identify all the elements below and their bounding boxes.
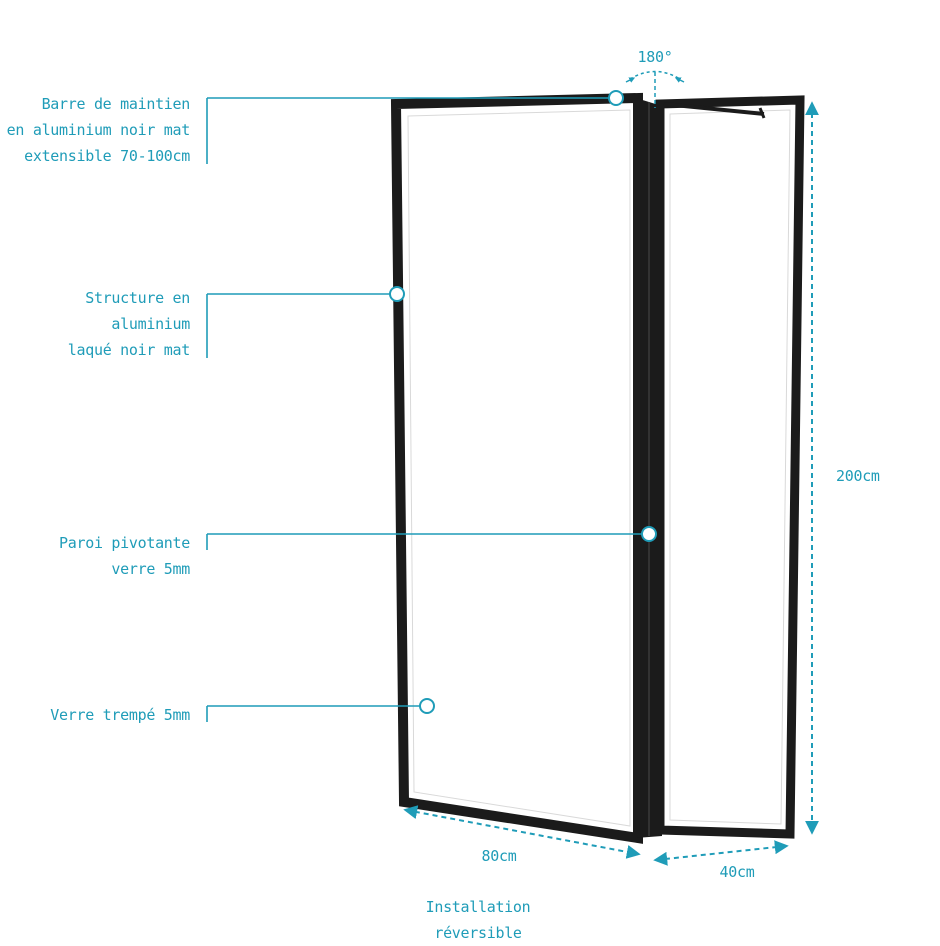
callout-verre-leader <box>206 698 435 722</box>
width-swing-label: 40cm <box>719 863 755 881</box>
installation-note-line-2: réversible <box>434 924 522 942</box>
callout-structure-line-3: laqué noir mat <box>67 341 191 359</box>
callout-structure-label: Structure en aluminium laqué noir mat <box>67 285 191 363</box>
rotation-indicator <box>625 70 685 108</box>
installation-note-line-1: Installation <box>425 898 531 916</box>
callout-paroi-line-1: Paroi pivotante <box>59 534 190 552</box>
rotation-label: 180° <box>637 48 673 66</box>
main-glass-panel <box>390 92 643 844</box>
main-panel-glass <box>407 109 631 827</box>
callout-paroi-label: Paroi pivotante verre 5mm <box>59 530 190 582</box>
callout-structure-line-1: Structure en <box>85 289 190 307</box>
callout-paroi-line-2: verre 5mm <box>111 560 190 578</box>
callout-structure-leader <box>206 286 405 358</box>
support-bar <box>663 102 765 116</box>
callout-structure-line-2: aluminium <box>111 315 190 333</box>
callout-paroi-leader <box>206 526 657 550</box>
swing-panel-glass <box>669 109 791 825</box>
callout-barre-line-1: Barre de maintien <box>41 95 191 113</box>
installation-note: Installation réversible <box>408 894 548 946</box>
swing-glass-panel <box>655 95 805 839</box>
width-main-dimension-arrow <box>403 805 641 859</box>
callout-verre-line-1: Verre trempé 5mm <box>50 706 190 724</box>
callout-barre-line-3: extensible 70-100cm <box>24 147 190 165</box>
callout-barre-label: Barre de maintien en aluminium noir mat … <box>6 91 191 169</box>
width-main-label: 80cm <box>481 847 517 865</box>
callout-barre-line-2: en aluminium noir mat <box>6 121 191 139</box>
callout-verre-label: Verre trempé 5mm <box>50 702 190 728</box>
width-swing-dimension-arrow <box>653 840 789 866</box>
callout-barre-leader <box>206 90 624 164</box>
height-label: 200cm <box>836 467 880 485</box>
